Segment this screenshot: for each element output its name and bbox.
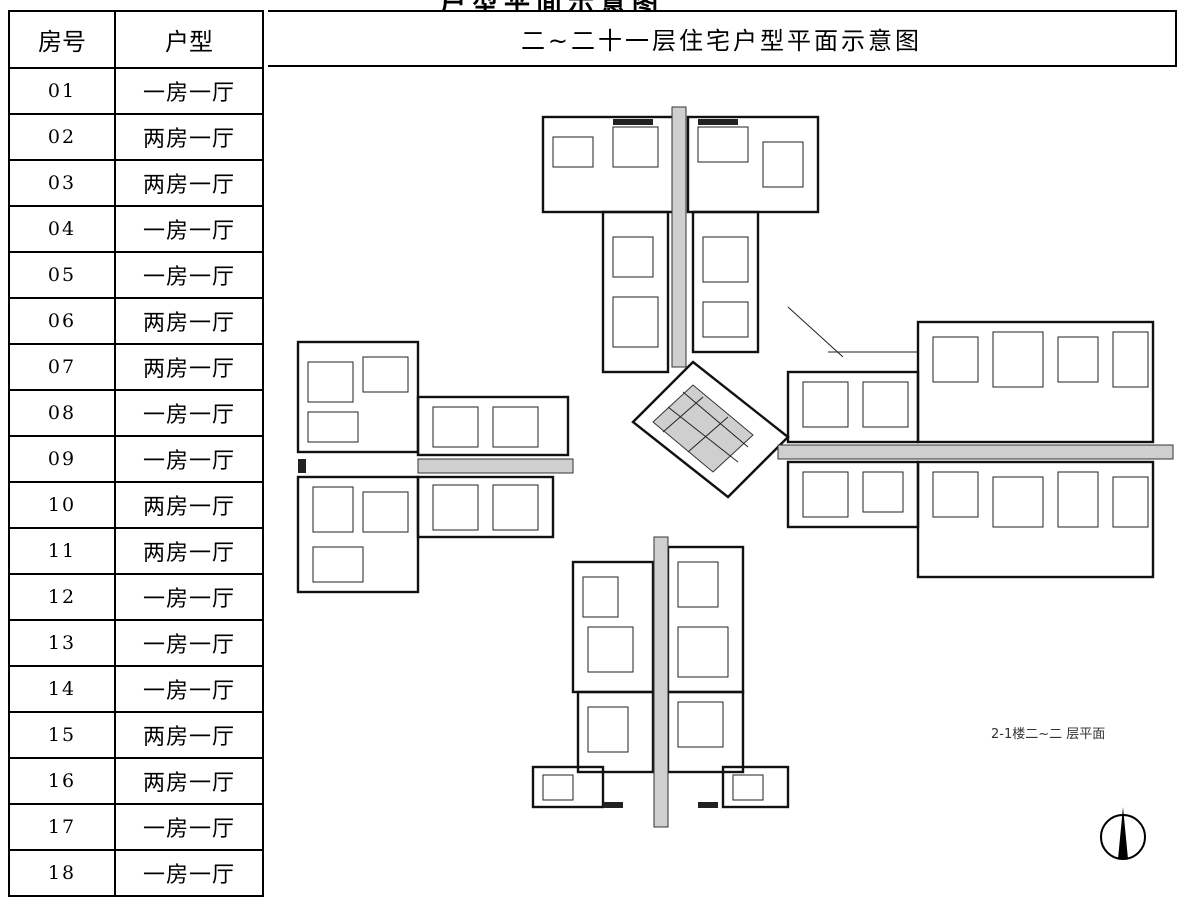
room-no-cell: 09: [8, 435, 116, 483]
sheet-title: 户型平面示意图: [0, 0, 1179, 10]
unit-type-cell: 两房一厅: [114, 527, 264, 575]
room-no-cell: 15: [8, 711, 116, 759]
plan-header: 二~二十一层住宅户型平面示意图: [268, 10, 1177, 67]
room-no-cell: 04: [8, 205, 116, 253]
floor-plan-drawing: [296, 106, 1174, 860]
room-no-cell: 06: [8, 297, 116, 345]
room-no-cell: 07: [8, 343, 116, 391]
room-no-cell: 18: [8, 849, 116, 897]
table-header-row: 房号 户型: [8, 10, 264, 69]
unit-type-cell: 一房一厅: [114, 665, 264, 713]
room-no-cell: 14: [8, 665, 116, 713]
plan-caption: 2-1楼二~二 层平面: [991, 727, 1106, 742]
unit-type-cell: 一房一厅: [114, 389, 264, 437]
unit-type-cell: 一房一厅: [114, 435, 264, 483]
unit-type-cell: 一房一厅: [114, 205, 264, 253]
east-wing: [777, 306, 1174, 579]
room-no-cell: 03: [8, 159, 116, 207]
unit-type-cell: 两房一厅: [114, 481, 264, 529]
unit-type-cell: 一房一厅: [114, 573, 264, 621]
unit-type-cell: 一房一厅: [114, 849, 264, 897]
floor-plan: 2-1楼二~二 层平面: [268, 67, 1179, 901]
sheet-title-text: 户型平面示意图: [440, 0, 664, 10]
west-wing: [296, 340, 574, 594]
unit-type-cell: 两房一厅: [114, 757, 264, 805]
header-unit-type: 户型: [114, 10, 264, 69]
unit-type-cell: 一房一厅: [114, 67, 264, 115]
unit-type-cell: 一房一厅: [114, 803, 264, 851]
room-no-cell: 05: [8, 251, 116, 299]
room-no-cell: 12: [8, 573, 116, 621]
room-no-cell: 10: [8, 481, 116, 529]
north-arrow-icon: [1100, 807, 1146, 860]
room-no-cell: 13: [8, 619, 116, 667]
room-no-cell: 02: [8, 113, 116, 161]
unit-type-cell: 一房一厅: [114, 251, 264, 299]
room-no-cell: 17: [8, 803, 116, 851]
north-wing: [541, 106, 820, 374]
unit-type-cell: 两房一厅: [114, 297, 264, 345]
room-no-cell: 01: [8, 67, 116, 115]
south-wing: [531, 536, 790, 828]
central-core: [631, 360, 790, 499]
room-no-cell: 16: [8, 757, 116, 805]
header-room-no: 房号: [8, 10, 116, 69]
unit-type-cell: 两房一厅: [114, 113, 264, 161]
unit-type-cell: 两房一厅: [114, 159, 264, 207]
room-no-cell: 08: [8, 389, 116, 437]
room-no-cell: 11: [8, 527, 116, 575]
unit-type-cell: 两房一厅: [114, 343, 264, 391]
unit-type-cell: 两房一厅: [114, 711, 264, 759]
unit-type-cell: 一房一厅: [114, 619, 264, 667]
